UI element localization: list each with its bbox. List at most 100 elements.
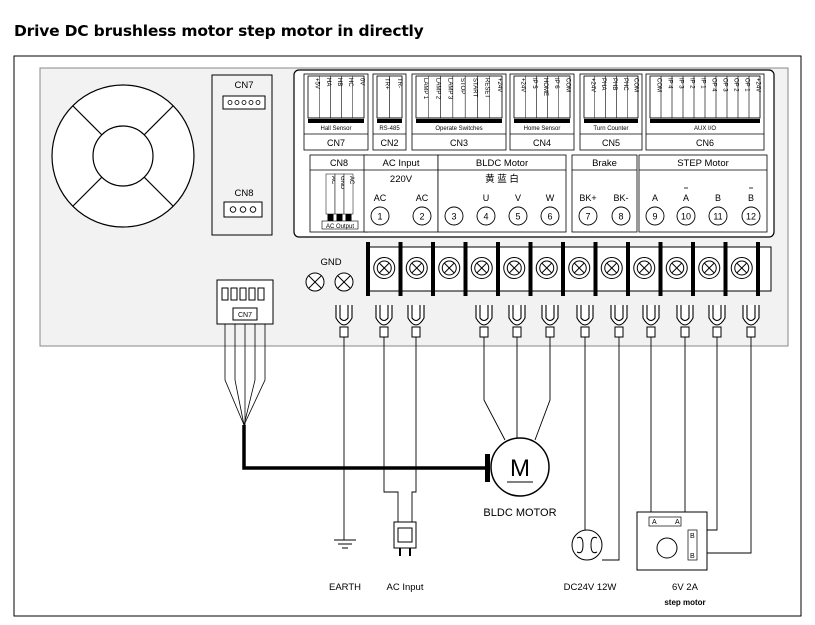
ac-input-label: AC Input <box>387 582 424 593</box>
pin-label: LAMP 2 <box>434 78 440 100</box>
terminal-number: 4 <box>483 212 488 222</box>
pin-label: IP 6 <box>553 78 559 89</box>
wire <box>534 337 551 441</box>
pin-label: IP 4 <box>667 78 673 89</box>
terminal-label: W <box>546 193 555 203</box>
fork-terminal <box>610 305 628 338</box>
pin-label: PHC <box>622 78 628 91</box>
pin-label: RESET <box>484 78 490 98</box>
pin-label: +24V <box>520 78 526 92</box>
cn8-caption: AC Output <box>326 224 354 230</box>
terminal-screw <box>405 257 428 279</box>
fan-icon <box>51 84 195 228</box>
fork-terminal <box>335 305 353 338</box>
terminal-pin: B11 <box>708 193 728 226</box>
connector-name: CN5 <box>602 138 620 148</box>
wire <box>411 337 417 522</box>
wire <box>483 337 506 441</box>
pin-label: OP 4 <box>711 78 717 92</box>
terminal-number: 5 <box>515 212 520 222</box>
fork-terminal <box>708 305 726 338</box>
terminal-number: 2 <box>419 212 424 222</box>
terminal-screw <box>600 257 623 279</box>
terminal-pin: AC1 <box>370 193 390 226</box>
pin-label: OP 3 <box>722 78 728 92</box>
terminal-number: 3 <box>451 212 456 222</box>
ac-plug <box>393 521 417 556</box>
page-title: Drive DC brushless motor step motor in d… <box>14 22 424 40</box>
wire <box>707 337 752 554</box>
pin-label: HOME <box>542 78 548 96</box>
terminal-pin: V5 <box>508 193 528 226</box>
cn7-label: CN7 <box>234 80 253 91</box>
terminal-pin: BK-8 <box>611 193 631 226</box>
step-motor-rating: 6V 2A <box>672 582 699 593</box>
fork-terminal <box>475 305 493 338</box>
terminal-screw <box>438 257 461 279</box>
fork-terminal <box>642 305 660 338</box>
cn8-pin-label: AC <box>348 176 354 185</box>
terminal-number: 9 <box>652 212 657 222</box>
terminal-label: BK- <box>613 193 628 203</box>
pin-label: START <box>471 78 477 97</box>
connector-caption: Hall Sensor <box>320 126 351 132</box>
connector-name: CN2 <box>380 138 398 148</box>
group-header: BLDC Motor <box>476 158 528 169</box>
terminal-number: 10 <box>681 212 691 222</box>
cn7-plug: CN7 <box>216 279 485 470</box>
fork-terminal <box>375 305 393 338</box>
connector-name: CN6 <box>696 138 714 148</box>
bldc-motor-label: BLDC MOTOR <box>483 507 556 519</box>
connector-caption: AUX I/O <box>694 126 716 132</box>
connector-name: CN3 <box>450 138 468 148</box>
terminal-pin: BK+7 <box>578 193 598 226</box>
pin-label: 0V <box>358 78 364 85</box>
wire <box>602 337 620 561</box>
fork-terminal <box>742 305 760 338</box>
step-motor: A A B B <box>636 511 708 571</box>
group-sub: 黄 蓝 白 <box>485 173 519 185</box>
group-header: STEP Motor <box>677 158 729 169</box>
brake-coil <box>571 529 603 561</box>
pin-label: HA <box>325 78 331 86</box>
terminal-screw <box>665 257 688 279</box>
terminal-screw <box>503 257 526 279</box>
fork-terminal <box>676 305 694 338</box>
terminal-screw <box>470 257 493 279</box>
earth-symbol <box>334 539 356 549</box>
step-pin-a: A <box>652 519 657 526</box>
terminal-pin: AC 2 <box>412 193 432 226</box>
pin-label: COM <box>564 78 570 92</box>
cn8-pin-label: GND <box>339 176 345 190</box>
connector-name: CN7 <box>327 138 345 148</box>
group-header: Brake <box>592 158 617 169</box>
terminal-screw <box>698 257 721 279</box>
gnd-screws: GND <box>305 257 354 292</box>
terminal-label: A <box>683 193 689 203</box>
step-pin-b: B <box>690 533 695 540</box>
pin-label: TR+ <box>383 78 389 90</box>
connector-caption: Turn Counter <box>593 126 628 132</box>
pin-label: HB <box>336 78 342 86</box>
pin-label: +24V <box>589 78 595 92</box>
terminal-pin: B12 <box>741 187 761 226</box>
terminal-number: 7 <box>585 212 590 222</box>
pin-label: COM <box>656 78 662 92</box>
step-pin-abar: A <box>675 519 680 526</box>
group-sub: 220V <box>390 174 413 185</box>
outer-frame <box>13 55 802 617</box>
pin-label: +5V <box>314 78 320 89</box>
connector-name: CN4 <box>533 138 551 148</box>
group-header: AC Input <box>383 158 420 169</box>
wire <box>707 337 718 531</box>
terminal-number: 1 <box>377 212 382 222</box>
connector-caption: Operate Switches <box>435 126 482 132</box>
terminal-label: AC <box>416 193 429 203</box>
terminal-label: A <box>652 193 658 203</box>
fork-terminal <box>508 305 526 338</box>
